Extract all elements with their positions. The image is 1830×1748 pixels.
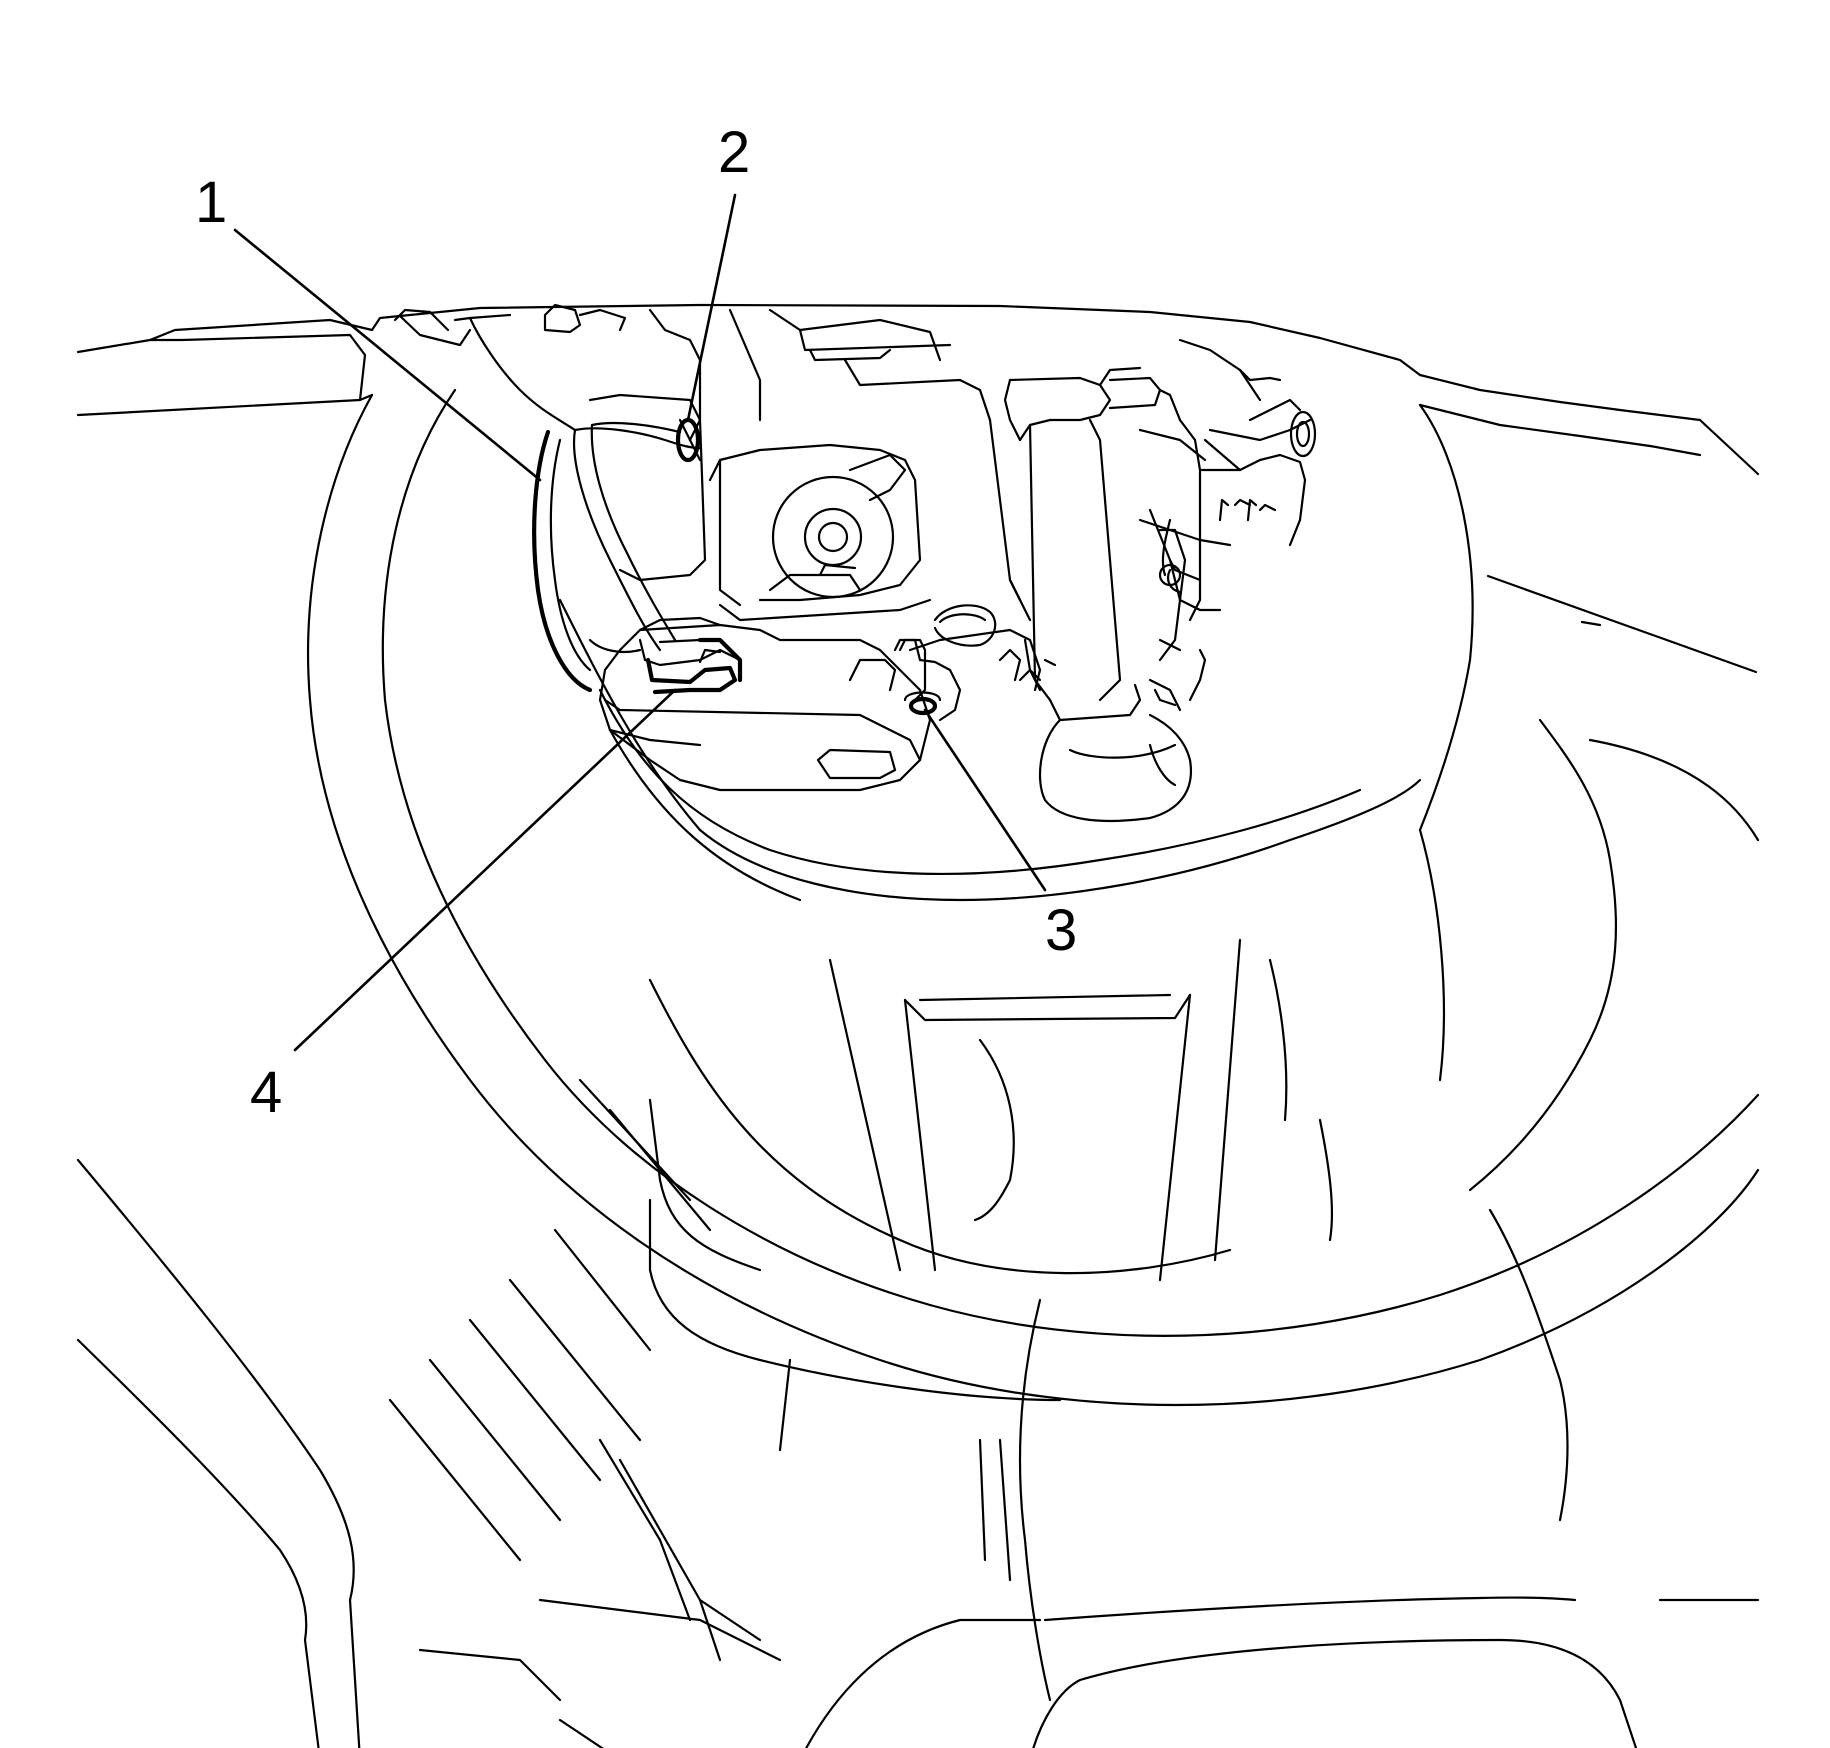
leader-1 — [233, 228, 542, 482]
leader-lines — [233, 193, 1047, 1052]
wheel-hub — [558, 598, 1446, 1282]
leader-2 — [686, 193, 737, 422]
callout-3: 3 — [1045, 898, 1077, 963]
column-mechanism — [393, 303, 1317, 823]
callout-2: 2 — [718, 120, 750, 185]
airbag-module — [598, 616, 1042, 792]
dashboard-outline — [76, 303, 1760, 674]
clockspring-wire-loop — [532, 429, 593, 693]
retaining-clip — [675, 417, 702, 463]
wire-harness — [573, 421, 702, 654]
callout-4: 4 — [250, 1060, 282, 1125]
lower-spoke — [648, 1198, 1760, 1748]
mounting-bolt — [893, 638, 942, 716]
leader-3 — [923, 708, 1047, 892]
leader-4 — [293, 688, 677, 1052]
callout-1: 1 — [195, 170, 227, 235]
callout-labels: 1 2 3 4 — [195, 120, 1077, 1125]
left-interior-lines — [76, 1078, 792, 1748]
steering-wheel-rim — [307, 388, 1760, 1407]
